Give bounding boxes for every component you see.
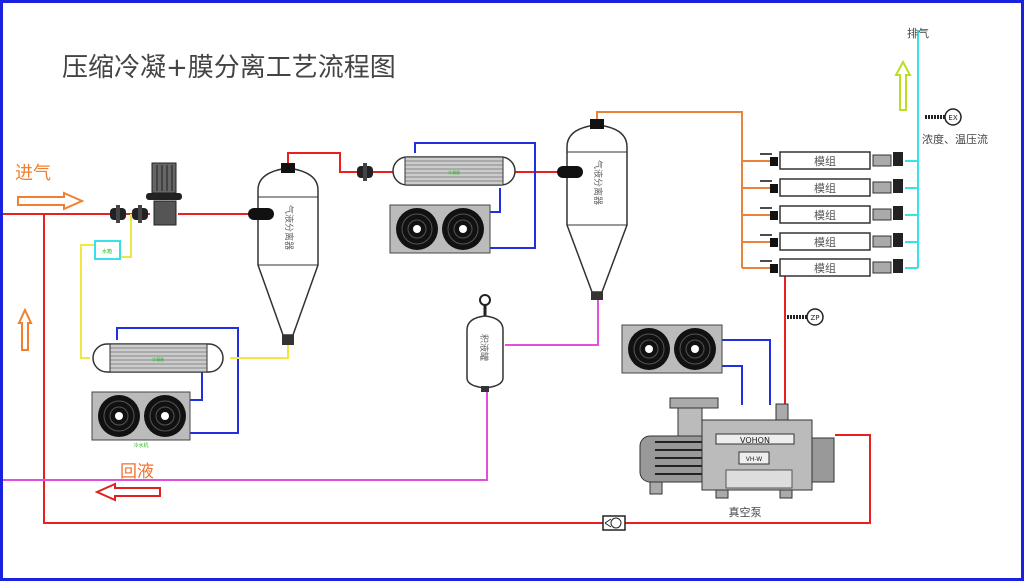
ex-sensor-label: EX: [948, 114, 957, 122]
module-inlet-valve-icon[interactable]: [770, 211, 778, 220]
fan-unit-3: [621, 324, 723, 374]
coolant-loop-3a: [722, 339, 771, 405]
exhaust-arrow-icon: [894, 59, 912, 111]
chiller-label: 冷水机: [133, 442, 148, 449]
water-loop-a: [80, 244, 95, 359]
retentate-header-pipe: [596, 111, 743, 268]
vacuum-pump: [639, 397, 835, 499]
module-outlet-valve-icon[interactable]: [872, 235, 892, 248]
inlet-label: 进气: [15, 163, 51, 184]
coolant-loop-2a: [414, 142, 536, 249]
condenser-1-label: 冷凝器: [152, 356, 164, 362]
module-outlet-valve-icon[interactable]: [872, 208, 892, 221]
pump-model-label: VH-W: [746, 456, 763, 463]
water-loop-b: [120, 214, 132, 258]
fan-unit-2: [389, 204, 491, 254]
module-outlet-valve-icon[interactable]: [872, 154, 892, 167]
inlet-valve-icon[interactable]: [110, 205, 126, 223]
fan-unit-1: [91, 391, 191, 441]
vacuum-pump-label: 真空泵: [729, 505, 762, 519]
module-label: 模组: [814, 154, 836, 168]
zp-sensor-icon: [787, 308, 824, 326]
module-outlet-valve-icon[interactable]: [872, 181, 892, 194]
module-inlet-valve-icon[interactable]: [770, 238, 778, 247]
condensate-pipe: [230, 345, 289, 359]
liquid-receiver: [466, 294, 504, 392]
separator2-liquid-pipe: [505, 300, 599, 346]
return-liquid-pipe: [3, 390, 488, 481]
booster-pump-icon: [146, 162, 182, 226]
membrane-module: 模组: [760, 205, 903, 224]
coolant-loop-1a: [116, 327, 239, 434]
membrane-module: 模组: [760, 151, 903, 170]
gas-liquid-separator-1: [248, 163, 319, 345]
coolant-loop-3b: [722, 365, 743, 405]
valve-icon[interactable]: [357, 163, 373, 181]
return-arrow-icon: [94, 482, 161, 502]
condenser-2-label: 冷凝器: [448, 169, 460, 175]
pump-brand-label: VOHON: [740, 436, 770, 445]
ex-sensor-icon: [925, 108, 962, 126]
water-tank: [94, 240, 121, 260]
gas-liquid-separator-2: [557, 119, 628, 300]
sensor-note: 浓度、温压流: [922, 132, 988, 146]
module-inlet-valve-icon[interactable]: [770, 264, 778, 273]
page-title: 压缩冷凝+膜分离工艺流程图: [62, 53, 396, 83]
membrane-module: 模组: [760, 178, 903, 197]
coolant-loop-2b: [490, 188, 501, 213]
check-valve-icon[interactable]: [602, 515, 626, 531]
module-label: 模组: [814, 208, 836, 222]
module-label: 模组: [814, 181, 836, 195]
separator-2-label: 气液分离器: [592, 160, 604, 205]
inlet-arrow-icon: [17, 191, 85, 211]
recycle-pipe: [43, 214, 603, 524]
module-inlet-valve-icon[interactable]: [770, 184, 778, 193]
exhaust-label: 排气: [907, 26, 929, 40]
check-valve-icon[interactable]: [132, 205, 148, 223]
module-label: 模组: [814, 235, 836, 249]
up-arrow-icon: [17, 307, 33, 351]
receiver-label: 积液罐: [478, 334, 490, 361]
return-liquid-label: 回液: [120, 462, 154, 482]
condenser-2: [392, 156, 516, 186]
condenser-1: [92, 343, 224, 373]
module-inlet-valve-icon[interactable]: [770, 157, 778, 166]
separator1-to-condenser2-pipe: [287, 152, 393, 173]
zp-sensor-label: ZP: [810, 314, 819, 322]
module-outlet-valve-icon[interactable]: [872, 261, 892, 274]
water-tank-label: 水箱: [102, 248, 112, 255]
separator-1-label: 气液分离器: [283, 205, 295, 250]
module-label: 模组: [814, 261, 836, 275]
pump-discharge-pipe: [625, 434, 871, 524]
membrane-module: 模组: [760, 232, 903, 251]
coolant-loop-1b: [190, 372, 203, 401]
membrane-module: 模组: [760, 258, 903, 277]
